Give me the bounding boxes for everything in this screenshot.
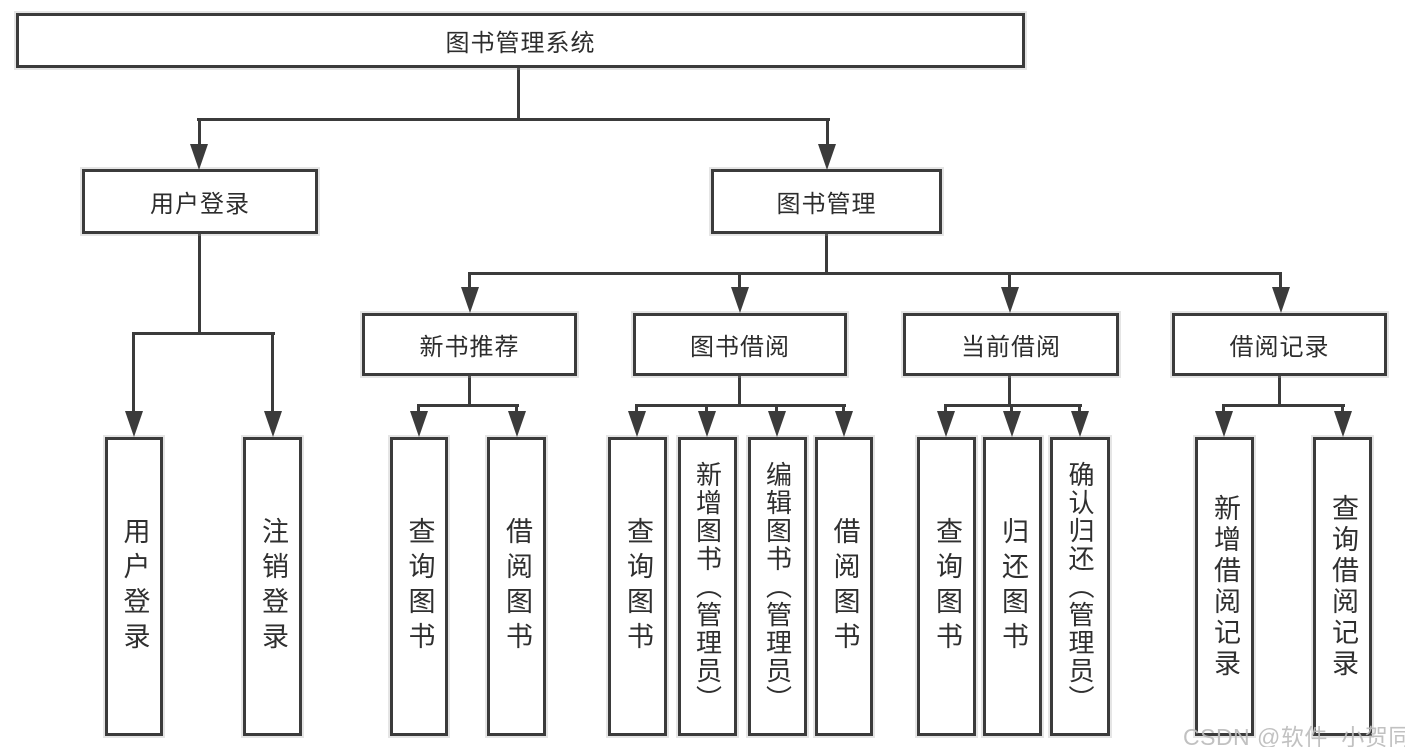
connector-leaf-drop [417, 404, 420, 414]
leaf-add-book-admin: 新增图书（管理员） [678, 437, 737, 736]
arrowhead-down-icon [1334, 411, 1352, 437]
connector-current-hline [944, 404, 1082, 407]
arrowhead-down-icon [1003, 411, 1021, 437]
connector-newbook-hline [417, 404, 519, 407]
node-root: 图书管理系统 [16, 13, 1025, 68]
connector-userlogin-drop [198, 118, 201, 146]
leaf-user-login-label: 用户登录 [119, 516, 150, 657]
node-root-label: 图书管理系统 [445, 30, 596, 57]
connector-leaf-drop [635, 404, 638, 414]
connector-leaf-drop [515, 404, 518, 414]
connector-record-drop [1279, 272, 1282, 290]
connector-leaf-drop [775, 404, 778, 414]
leaf-edit-book-admin: 编辑图书（管理员） [748, 437, 807, 736]
node-book-management: 图书管理 [711, 169, 942, 234]
leaf-query-borrow-record-label: 查询借阅记录 [1328, 493, 1358, 680]
arrowhead-down-icon [768, 411, 786, 437]
leaf-borrow-book-label: 借阅图书 [829, 516, 860, 657]
arrowhead-down-icon [461, 287, 479, 313]
connector-userlogin-hline [132, 332, 275, 335]
connector-borrow-stem [738, 375, 741, 407]
arrowhead-down-icon [731, 287, 749, 313]
connector-root-hline [197, 118, 830, 121]
connector-borrow-drop [738, 272, 741, 290]
connector-current-drop [1008, 272, 1011, 290]
arrowhead-down-icon [125, 411, 143, 437]
leaf-query-book-current: 查询图书 [917, 437, 976, 736]
leaf-logout: 注销登录 [243, 437, 302, 736]
leaf-confirm-return-admin-label: 确认归还（管理员） [1065, 460, 1095, 713]
connector-newbook-drop [468, 272, 471, 290]
connector-leaf-drop [1341, 404, 1344, 414]
leaf-borrow-book-recommend-label: 借阅图书 [502, 516, 532, 657]
node-book-borrowing: 图书借阅 [633, 313, 847, 376]
connector-leaf-logout-drop [271, 332, 274, 413]
leaf-borrow-book: 借阅图书 [815, 437, 873, 736]
connector-borrow-hline [635, 404, 846, 407]
leaf-borrow-book-recommend: 借阅图书 [487, 437, 546, 736]
connector-record-stem [1278, 375, 1281, 407]
leaf-add-book-admin-label: 新增图书（管理员） [692, 460, 723, 713]
leaf-logout-label: 注销登录 [258, 516, 288, 657]
leaf-return-book-label: 归还图书 [998, 516, 1028, 657]
connector-leaf-drop [944, 404, 947, 414]
node-book-borrowing-label: 图书借阅 [690, 334, 790, 361]
arrowhead-down-icon [190, 144, 208, 170]
connector-leaf-drop [705, 404, 708, 414]
arrowhead-down-icon [264, 411, 282, 437]
connector-current-stem [1008, 375, 1011, 407]
arrowhead-down-icon [937, 411, 955, 437]
arrowhead-down-icon [1215, 411, 1233, 437]
connector-leaf-drop [1078, 404, 1081, 414]
connector-bookmgmt-stem [825, 234, 828, 275]
leaf-query-book-borrowing-label: 查询图书 [623, 516, 653, 657]
leaf-add-borrow-record-label: 新增借阅记录 [1210, 493, 1240, 680]
connector-leaf-drop [1222, 404, 1225, 414]
node-borrowing-records: 借阅记录 [1172, 313, 1387, 376]
connector-leaf-drop [1010, 404, 1013, 414]
connector-leaf-drop [842, 404, 845, 414]
connector-bookmgmt-drop [826, 118, 829, 146]
node-new-book-recommend: 新书推荐 [362, 313, 577, 376]
node-current-borrowing-label: 当前借阅 [961, 334, 1061, 361]
leaf-query-book-recommend-label: 查询图书 [404, 516, 435, 657]
node-new-book-recommend-label: 新书推荐 [419, 334, 520, 361]
node-current-borrowing: 当前借阅 [903, 313, 1119, 376]
leaf-add-borrow-record: 新增借阅记录 [1195, 437, 1254, 736]
leaf-query-book-recommend: 查询图书 [390, 437, 448, 736]
arrowhead-down-icon [698, 411, 716, 437]
leaf-edit-book-admin-label: 编辑图书（管理员） [762, 460, 793, 713]
arrowhead-down-icon [1071, 411, 1089, 437]
connector-newbook-stem [468, 375, 471, 407]
connector-root-stem [517, 68, 520, 121]
arrowhead-down-icon [835, 411, 853, 437]
arrowhead-down-icon [410, 411, 428, 437]
leaf-confirm-return-admin: 确认归还（管理员） [1050, 437, 1110, 736]
leaf-query-borrow-record: 查询借阅记录 [1313, 437, 1372, 736]
watermark: CSDN @软件_小贺同学 [1183, 724, 1405, 747]
node-user-login: 用户登录 [82, 169, 318, 234]
connector-userlogin-stem [198, 234, 201, 335]
connector-bookmgmt-hline [468, 272, 1282, 275]
arrowhead-down-icon [508, 411, 526, 437]
leaf-query-book-borrowing: 查询图书 [608, 437, 667, 736]
leaf-user-login: 用户登录 [105, 437, 163, 736]
connector-record-hline [1222, 404, 1345, 407]
leaf-return-book: 归还图书 [983, 437, 1042, 736]
node-user-login-label: 用户登录 [150, 191, 250, 218]
connector-leaf-login-drop [132, 332, 135, 413]
node-book-management-label: 图书管理 [776, 191, 877, 218]
leaf-query-book-current-label: 查询图书 [932, 516, 962, 657]
arrowhead-down-icon [1001, 287, 1019, 313]
arrowhead-down-icon [628, 411, 646, 437]
arrowhead-down-icon [818, 144, 836, 170]
arrowhead-down-icon [1272, 287, 1290, 313]
node-borrowing-records-label: 借阅记录 [1229, 334, 1330, 361]
